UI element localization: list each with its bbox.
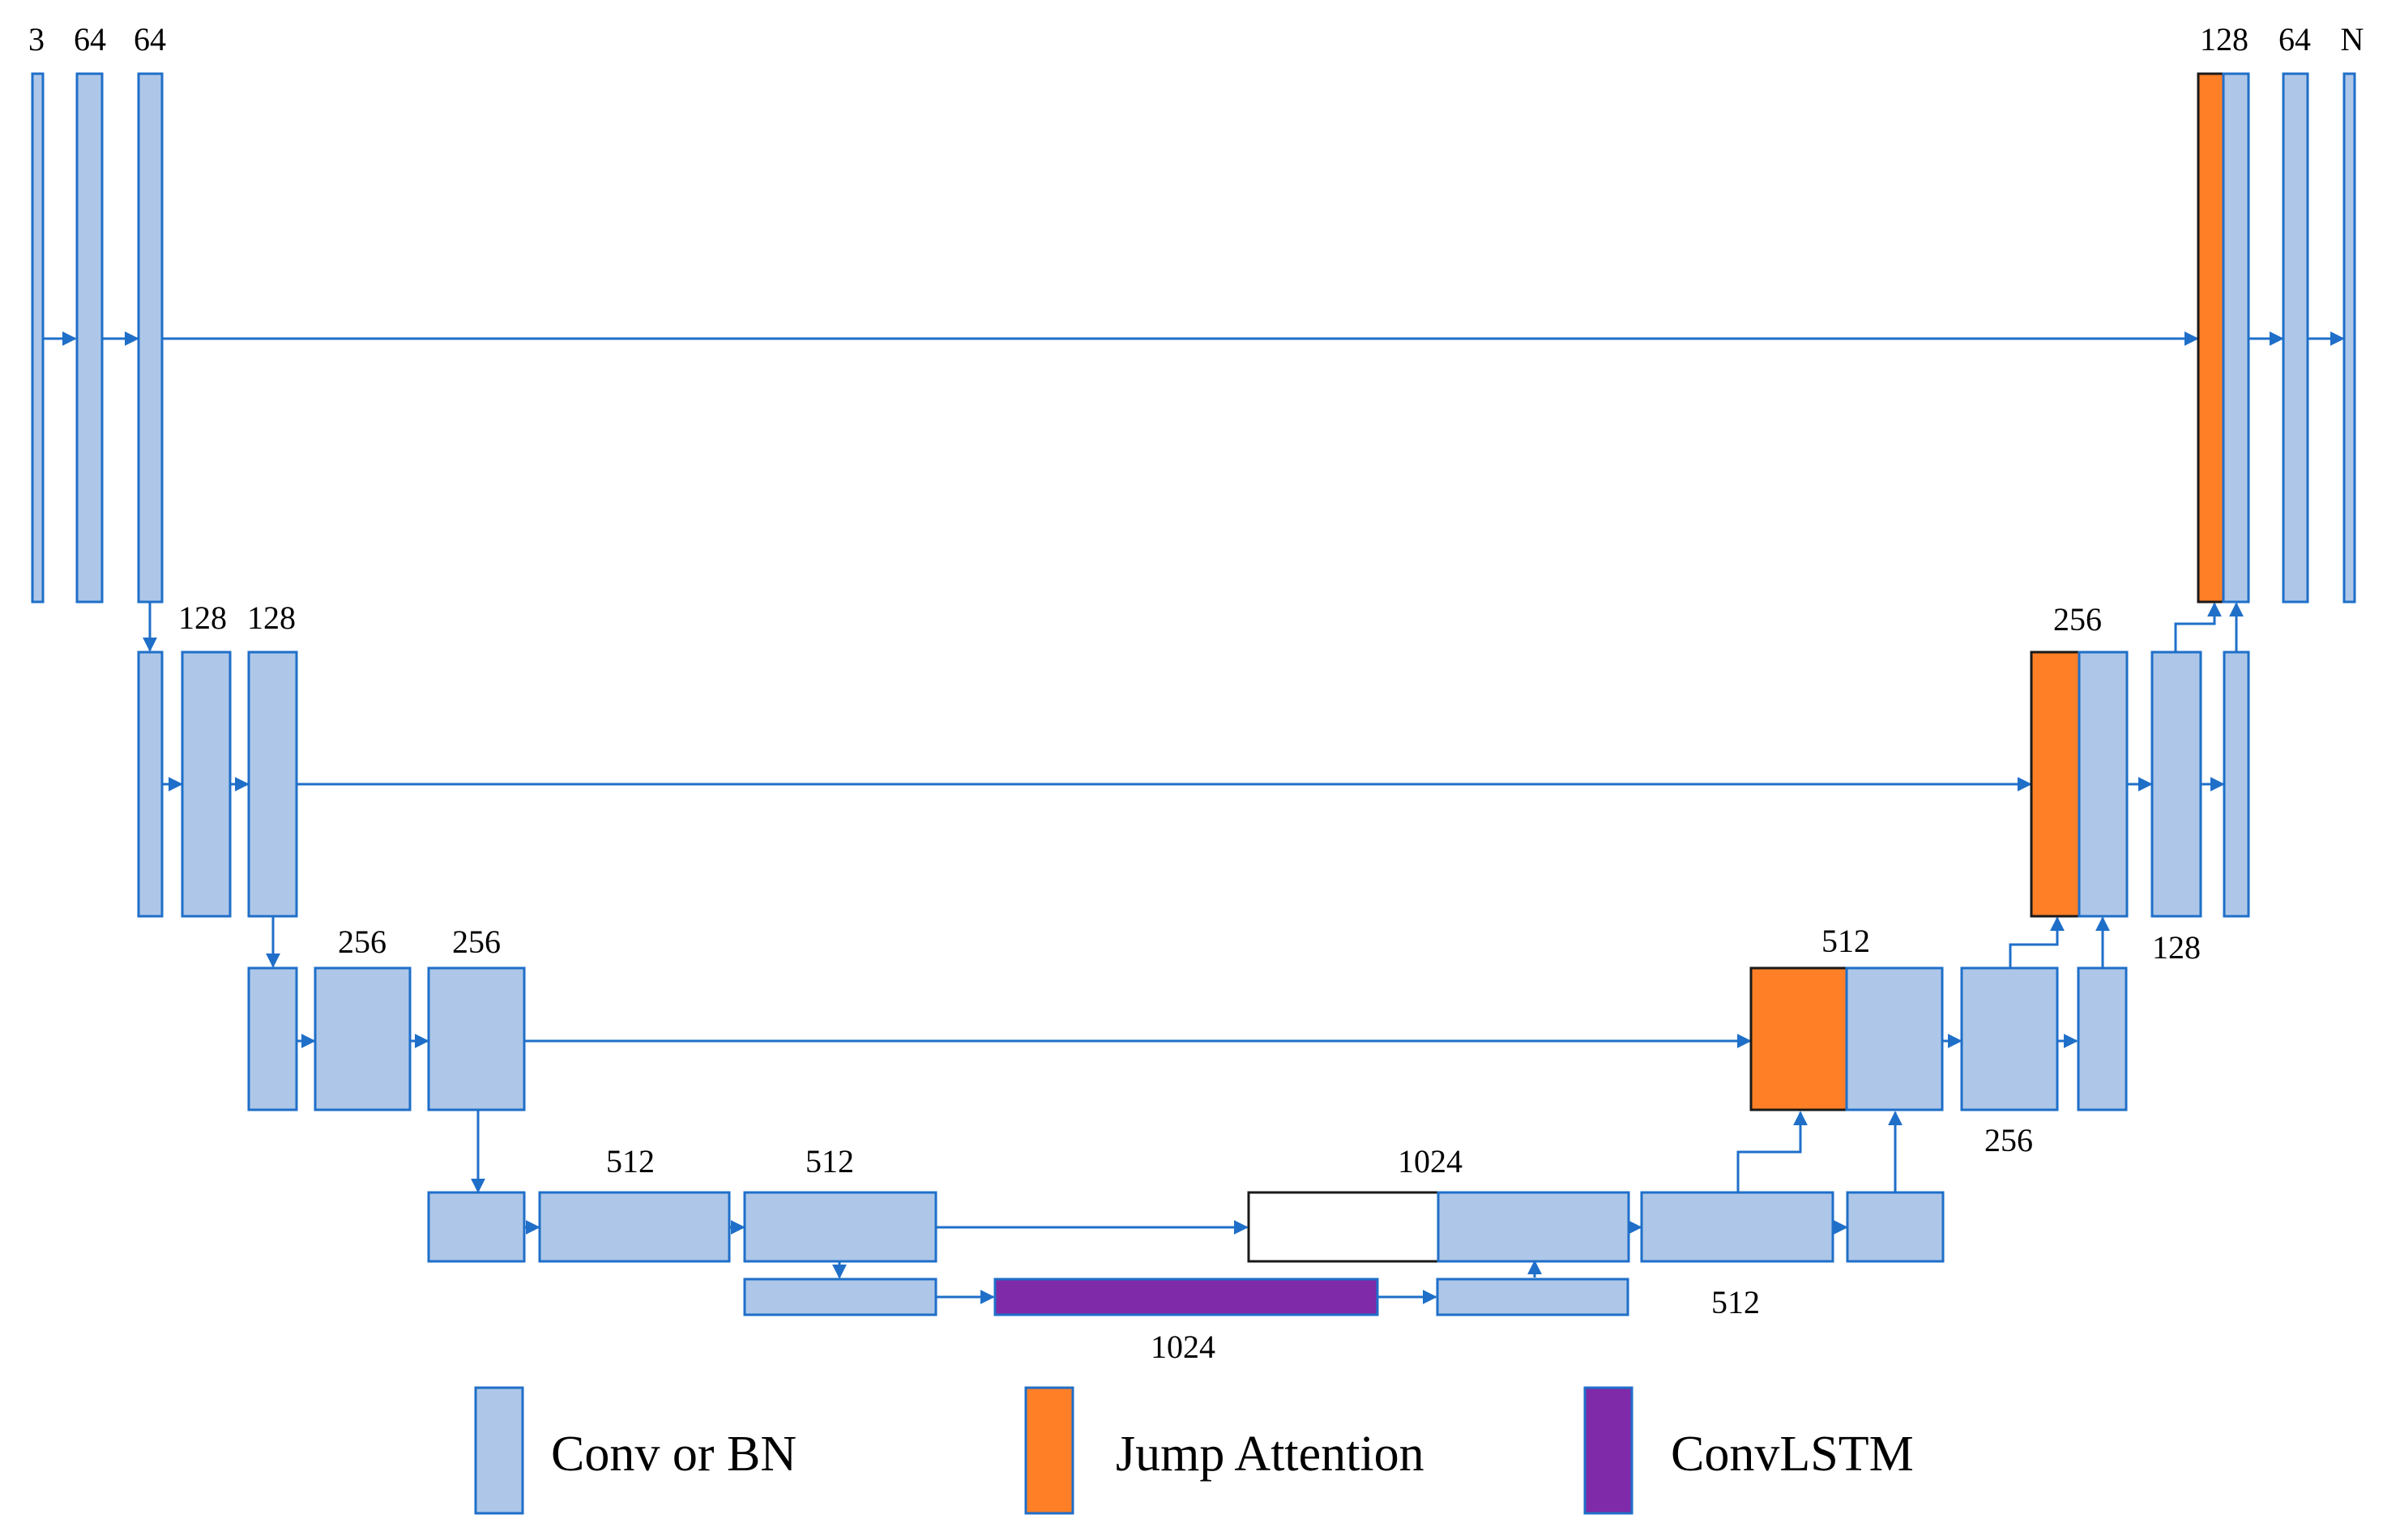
label-l1-b: 64 bbox=[134, 21, 166, 58]
conv-block bbox=[1640, 1191, 1834, 1263]
label-up1-concat: 128 bbox=[2200, 21, 2248, 58]
upsample-arrow bbox=[2009, 916, 2065, 968]
pool-block bbox=[247, 966, 298, 1111]
label-l2-a: 128 bbox=[178, 599, 227, 636]
label-l2-b: 128 bbox=[247, 599, 296, 636]
label-out: N bbox=[2341, 21, 2364, 58]
jump-attention-block bbox=[2197, 72, 2225, 604]
label-l1-in: 3 bbox=[28, 21, 45, 58]
upsample-block bbox=[2223, 651, 2250, 918]
label-l3-a: 256 bbox=[338, 924, 386, 960]
concat-conv-block bbox=[2078, 651, 2129, 918]
legend-swatch-convlstm bbox=[1583, 1386, 1634, 1515]
label-up2-concat: 256 bbox=[2053, 601, 2102, 638]
conv-block bbox=[2150, 651, 2202, 918]
label-up3-out: 256 bbox=[1984, 1122, 2033, 1158]
jump-attention-block bbox=[1749, 966, 1848, 1111]
connection-arrows bbox=[32, 331, 2345, 1304]
conv-block bbox=[2282, 72, 2309, 604]
convlstm-block bbox=[993, 1278, 1379, 1316]
conv-block bbox=[247, 651, 298, 918]
layer-blocks bbox=[31, 72, 2356, 1316]
upsample-arrow bbox=[2174, 602, 2222, 652]
legend: Conv or BN Jump Attention ConvLSTM bbox=[474, 1386, 1914, 1515]
label-l4-a: 512 bbox=[606, 1143, 655, 1180]
label-up3-concat: 512 bbox=[1821, 923, 1870, 959]
upsample-arrow bbox=[1736, 1111, 1808, 1192]
concat-conv-block bbox=[1845, 966, 1944, 1111]
label-l1-a: 64 bbox=[74, 21, 106, 58]
label-bottom-out: 512 bbox=[1711, 1284, 1760, 1320]
bottleneck-pool-block bbox=[743, 1278, 937, 1316]
output-block bbox=[2342, 72, 2356, 604]
legend-label-conv: Conv or BN bbox=[551, 1427, 796, 1482]
legend-label-convlstm: ConvLSTM bbox=[1671, 1427, 1914, 1482]
upsample-block bbox=[1846, 1191, 1945, 1263]
conv-block bbox=[538, 1191, 731, 1263]
legend-swatch-attention bbox=[1024, 1386, 1074, 1515]
upsample-block bbox=[2077, 966, 2128, 1111]
channel-labels: 3 64 64 128 128 256 256 512 512 1024 102… bbox=[28, 21, 2364, 1365]
conv-block bbox=[137, 72, 164, 604]
skip-concat-block bbox=[1247, 1191, 1440, 1263]
label-up2-out: 128 bbox=[2152, 929, 2201, 966]
legend-swatch-conv bbox=[474, 1386, 524, 1515]
conv-block bbox=[427, 966, 526, 1111]
conv-block bbox=[314, 966, 412, 1111]
pool-block bbox=[427, 1191, 526, 1263]
label-bottom-concat: 1024 bbox=[1398, 1143, 1463, 1180]
label-l4-b: 512 bbox=[805, 1143, 854, 1180]
label-lstm: 1024 bbox=[1151, 1329, 1215, 1365]
concat-conv-block bbox=[2222, 72, 2250, 604]
conv-block bbox=[1960, 966, 2059, 1111]
conv-block bbox=[743, 1191, 937, 1263]
concat-conv-block bbox=[1437, 1191, 1630, 1263]
legend-label-attention: Jump Attention bbox=[1116, 1427, 1424, 1482]
conv-block bbox=[181, 651, 232, 918]
input-block bbox=[31, 72, 45, 604]
label-l3-b: 256 bbox=[452, 924, 501, 960]
pool-block bbox=[137, 651, 164, 918]
conv-block bbox=[75, 72, 104, 604]
bottleneck-up-block bbox=[1436, 1278, 1629, 1316]
jump-attention-block bbox=[2030, 651, 2081, 918]
label-up1-out: 64 bbox=[2278, 21, 2311, 58]
